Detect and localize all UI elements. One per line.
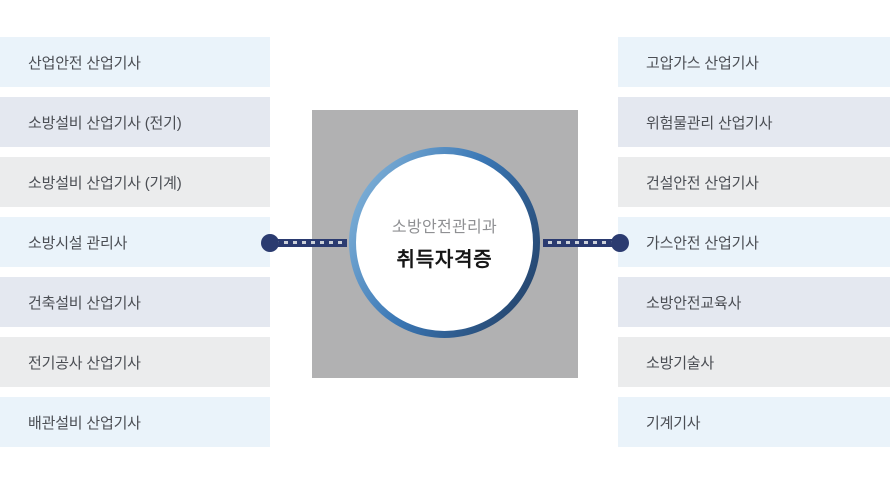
certification-item: 기계기사 [618,397,890,447]
certification-label: 건축설비 산업기사 [28,294,141,312]
certification-item: 건설안전 산업기사 [618,157,890,207]
arrow-endpoint-dot-icon [261,234,279,252]
dashed-line [270,239,347,247]
certification-item: 가스안전 산업기사 [618,217,890,267]
left-column: 산업안전 산업기사 소방설비 산업기사 (전기) 소방설비 산업기사 (기계) … [0,37,270,447]
certification-label: 소방시설 관리사 [28,234,128,252]
center-circle-inner: 소방안전관리과 취득자격증 [356,154,533,331]
certification-label: 배관설비 산업기사 [28,414,141,432]
center-circle: 소방안전관리과 취득자격증 [349,147,540,338]
certification-item: 소방설비 산업기사 (전기) [0,97,270,147]
certification-label: 기계기사 [646,414,701,432]
certification-item: 소방기술사 [618,337,890,387]
certification-item: 전기공사 산업기사 [0,337,270,387]
page-title: 취득자격증 [396,249,493,271]
certification-label: 전기공사 산업기사 [28,354,141,372]
dashed-line [543,239,620,247]
certification-item: 고압가스 산업기사 [618,37,890,87]
certification-item: 소방안전교육사 [618,277,890,327]
certification-item: 소방시설 관리사 [0,217,270,267]
dash-pattern [275,241,342,244]
certification-label: 산업안전 산업기사 [28,54,141,72]
certification-label: 고압가스 산업기사 [646,54,759,72]
arrow-endpoint-dot-icon [611,234,629,252]
certification-label: 건설안전 산업기사 [646,174,759,192]
certification-item: 배관설비 산업기사 [0,397,270,447]
left-connector-arrow [261,234,347,252]
certification-item: 소방설비 산업기사 (기계) [0,157,270,207]
certification-label: 소방설비 산업기사 (전기) [28,114,182,132]
right-connector-arrow [543,234,629,252]
certification-label: 소방기술사 [646,354,715,372]
right-column: 고압가스 산업기사 위험물관리 산업기사 건설안전 산업기사 가스안전 산업기사… [618,37,890,447]
certification-label: 소방안전교육사 [646,294,742,312]
certification-label: 가스안전 산업기사 [646,234,759,252]
certification-item: 산업안전 산업기사 [0,37,270,87]
certification-item: 건축설비 산업기사 [0,277,270,327]
dash-pattern [548,241,615,244]
department-subtitle: 소방안전관리과 [391,219,498,236]
certification-label: 소방설비 산업기사 (기계) [28,174,182,192]
certification-item: 위험물관리 산업기사 [618,97,890,147]
certification-label: 위험물관리 산업기사 [646,114,773,132]
